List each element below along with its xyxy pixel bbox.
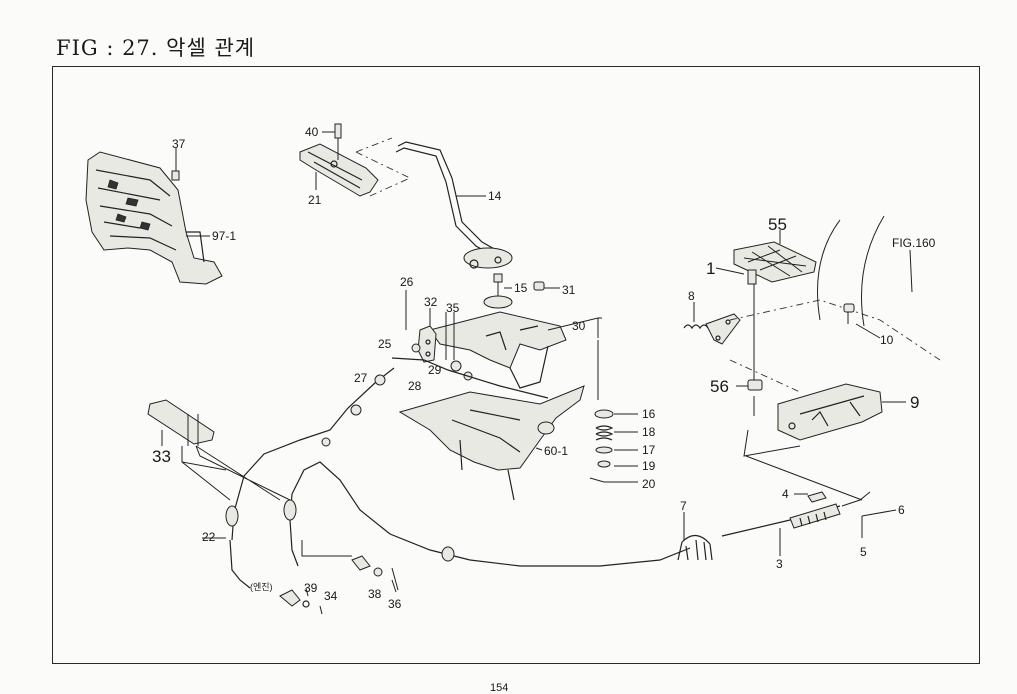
engine-bracket — [279, 589, 310, 608]
label-19: 19 — [642, 459, 656, 473]
label-14: 14 — [488, 189, 502, 203]
label-36: 36 — [388, 597, 402, 611]
lever-bracket-32 — [417, 325, 437, 363]
label-engine-note: (엔진) — [250, 582, 273, 592]
label-3: 3 — [776, 557, 783, 571]
label-97-1: 97-1 — [212, 229, 236, 243]
label-16: 16 — [642, 407, 656, 421]
label-10: 10 — [880, 333, 894, 347]
label-31: 31 — [562, 283, 576, 297]
firewall-panel — [85, 151, 223, 285]
bolt-31 — [533, 281, 560, 291]
clip-38 — [351, 555, 399, 591]
cable-end-3 — [721, 491, 841, 537]
callout-labels: 37 97-1 40 21 14 15 31 26 32 35 30 25 29… — [152, 125, 936, 611]
label-1: 1 — [706, 259, 715, 278]
accelerator-lever-14 — [395, 141, 513, 269]
label-40: 40 — [305, 125, 319, 139]
label-38: 38 — [368, 587, 382, 601]
label-22: 22 — [202, 530, 216, 544]
label-15: 15 — [514, 281, 528, 295]
bolt-10 — [843, 303, 855, 313]
figure-title: FIG : 27. 악셀 관계 — [56, 36, 256, 60]
label-25: 25 — [378, 337, 392, 351]
label-6: 6 — [898, 503, 905, 517]
mounting-body-60-1 — [398, 385, 585, 501]
label-32: 32 — [424, 295, 438, 309]
cable-set — [225, 367, 691, 589]
spring-8 — [683, 313, 741, 345]
washer-stack — [589, 409, 614, 483]
label-35: 35 — [446, 301, 460, 315]
nut-56 — [747, 379, 763, 391]
label-28: 28 — [408, 379, 422, 393]
bracket-assembly-30 — [429, 311, 567, 389]
label-4: 4 — [782, 487, 789, 501]
pedal-bracket-21 — [299, 123, 379, 197]
label-7: 7 — [680, 499, 687, 513]
label-39: 39 — [304, 581, 318, 595]
label-8: 8 — [688, 289, 695, 303]
label-20: 20 — [642, 477, 656, 491]
pedal-plate-33 — [147, 399, 215, 446]
label-9: 9 — [910, 393, 919, 412]
label-37: 37 — [172, 137, 186, 151]
label-5: 5 — [860, 545, 867, 559]
label-55: 55 — [768, 215, 787, 234]
clamp-7 — [677, 534, 713, 561]
label-18: 18 — [642, 425, 656, 439]
bushing-15 — [483, 273, 513, 309]
label-fig-160: FIG.160 — [892, 236, 936, 250]
label-33: 33 — [152, 447, 171, 466]
pedal-bracket-9 — [777, 383, 883, 441]
label-30: 30 — [572, 319, 586, 333]
pedal-pad-55 — [733, 241, 817, 285]
label-27: 27 — [354, 371, 368, 385]
label-56: 56 — [710, 377, 729, 396]
page-number: 154 — [490, 682, 509, 694]
label-34: 34 — [324, 589, 338, 603]
diagram-frame — [52, 66, 980, 664]
label-29: 29 — [428, 363, 442, 377]
label-60-1: 60-1 — [544, 444, 568, 458]
part-37-bolt-icon — [171, 148, 180, 181]
label-17: 17 — [642, 443, 656, 457]
label-21: 21 — [308, 193, 322, 207]
label-26: 26 — [400, 275, 414, 289]
